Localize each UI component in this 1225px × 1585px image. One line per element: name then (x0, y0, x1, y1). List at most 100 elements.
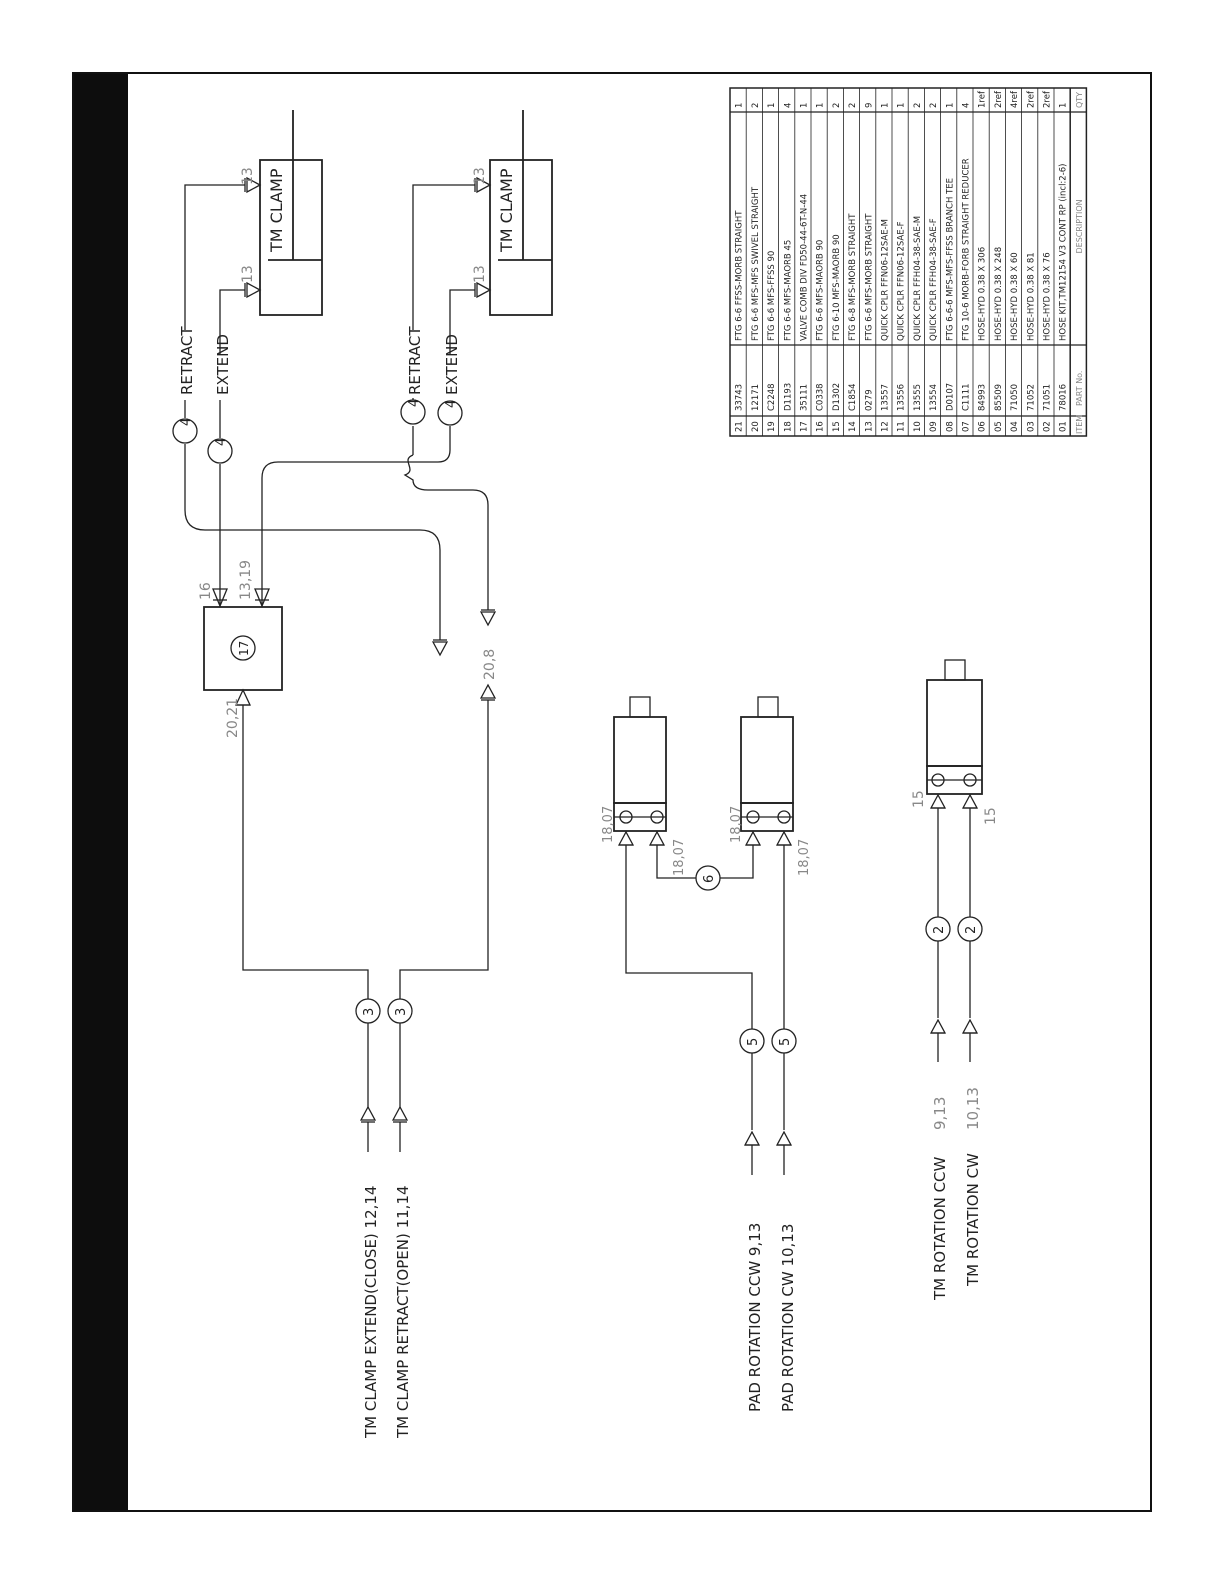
bom-desc-cell: FTG 6-6 MFS-MFS SWIVEL STRAIGHT (751, 186, 761, 341)
bom-item-cell: 01 (1059, 421, 1069, 432)
bom-item-cell: 18 (783, 421, 793, 432)
port-20-8-label: 20,8 (482, 649, 498, 680)
bom-qty-cell: 2 (913, 103, 923, 108)
bom-desc-cell: QUICK CPLR FFH04-38-SAE-M (913, 216, 923, 341)
bom-item-cell: 06 (978, 421, 988, 432)
svg-text:4: 4 (407, 399, 422, 407)
bom-qty-cell: 2 (929, 103, 939, 108)
bom-qty-cell: 2ref (1042, 90, 1052, 108)
bom-qty-cell: 1 (945, 103, 955, 108)
balloon-3-a: 3 (355, 998, 381, 1024)
bom-qty-cell: 1 (735, 103, 745, 108)
port-13-upper-extend: 13 (240, 265, 256, 283)
extend-label-lower: EXTEND (443, 334, 461, 395)
tm-rotation-cw-ref: 10,13 (964, 1087, 982, 1130)
balloon-6: 6 (695, 865, 721, 891)
port-18-07-b: 18,07 (672, 839, 687, 876)
bom-part-cell: C1854 (848, 383, 858, 411)
bom-desc-cell: HOSE-HYD 0.38 X 81 (1026, 252, 1036, 341)
bom-desc-cell: FTG 6-6 MFS-FFSS 90 (767, 251, 777, 341)
port-18-07-a: 18,07 (601, 806, 616, 843)
bom-part-cell: 13556 (897, 384, 907, 411)
bom-desc-cell: FTG 6-6 MFS-MAORB 90 (816, 240, 826, 341)
balloon-2-a: 2 (925, 916, 951, 942)
bom-qty-cell: 2 (832, 103, 842, 108)
balloon-5-b: 5 (771, 1028, 797, 1054)
svg-text:2: 2 (964, 926, 979, 934)
bom-item-cell: 11 (897, 421, 907, 432)
bom-qty-cell: 2ref (1026, 90, 1036, 108)
bom-item-cell: 21 (735, 421, 745, 432)
bom-item-cell: 13 (864, 421, 874, 432)
bom-desc-cell: HOSE-HYD 0.38 X 60 (1010, 252, 1020, 341)
extend-label-upper: EXTEND (214, 334, 232, 395)
bom-item-cell: 03 (1026, 421, 1036, 432)
svg-text:4: 4 (179, 418, 194, 426)
bom-item-cell: 05 (994, 421, 1004, 432)
tm-clamp-cylinder-lower: TM CLAMP (489, 110, 553, 316)
bom-part-cell: 78016 (1059, 384, 1069, 411)
tm-clamp-retract-label: TM CLAMP RETRACT(OPEN) 11,14 (394, 1185, 412, 1439)
bom-qty-cell: 2 (848, 103, 858, 108)
bom-part-cell: 0279 (864, 389, 874, 411)
bom-part-cell: C1111 (961, 383, 971, 411)
bom-part-cell: 13557 (880, 384, 890, 411)
bom-part-cell: D1193 (783, 383, 793, 411)
bom-qty-cell: 1 (816, 103, 826, 108)
svg-text:4: 4 (444, 400, 459, 408)
port-16-label: 16 (198, 582, 214, 600)
bom-desc-cell: FTG 6-6-6 MFS-MFS-FFSS BRANCH TEE (945, 178, 955, 341)
pad-rotation-motor-1 (613, 696, 667, 832)
bom-item-cell: 15 (832, 421, 842, 432)
bom-qty-cell: 9 (864, 103, 874, 108)
bom-part-cell: 85509 (994, 384, 1004, 411)
bom-item-cell: 10 (913, 421, 923, 432)
bom-part-cell: C0338 (816, 383, 826, 411)
bom-item-cell: 17 (799, 421, 809, 432)
tm-clamp-label-lower: TM CLAMP (497, 168, 516, 253)
tm-clamp-cylinder-upper: TM CLAMP (259, 110, 323, 316)
port-13-19-label: 13,19 (238, 560, 254, 600)
retract-label-lower: RETRACT (406, 326, 424, 395)
tm-clamp-label-upper: TM CLAMP (267, 168, 286, 253)
bom-qty-cell: 1 (1059, 103, 1069, 108)
port-18-07-c: 18,07 (729, 806, 744, 843)
balloon-4-c: 4 (400, 399, 426, 425)
bom-part-cell: 33743 (735, 384, 745, 411)
bom-desc-cell: FTG 6-6 MFS-MAORB 45 (783, 240, 793, 341)
tm-rotation-motor (926, 659, 983, 795)
pad-rotation-motor-2 (740, 696, 794, 832)
port-13-lower-retract: 13 (472, 167, 488, 185)
bom-item-cell: 07 (961, 421, 971, 432)
bom-desc-cell: HOSE KIT,TM12154 V3 CONT RP (incl:2-6) (1059, 164, 1069, 342)
svg-text:6: 6 (702, 875, 717, 883)
bom-part-cell: D1302 (832, 383, 842, 411)
tm-rotation-cw-label: TM ROTATION CW (964, 1153, 982, 1287)
port-15-b: 15 (983, 807, 999, 825)
port-13-upper-retract: 13 (240, 167, 256, 185)
bom-item-cell: 08 (945, 421, 955, 432)
pad-rotation-cw-label: PAD ROTATION CW 10,13 (779, 1224, 797, 1412)
balloon-2-b: 2 (957, 916, 983, 942)
bom-part-cell: 71050 (1010, 384, 1020, 411)
bom-qty-cell: 1 (767, 103, 777, 108)
bom-desc-cell: FTG 6-6 FFSS-MORB STRAIGHT (735, 210, 745, 341)
svg-text:2: 2 (932, 926, 947, 934)
port-20-21-label: 20,21 (225, 698, 241, 738)
bom-part-cell: D0107 (945, 383, 955, 411)
bom-part-cell: 71051 (1042, 384, 1052, 411)
tm-rotation-ccw-ref: 9,13 (931, 1097, 949, 1130)
bom-desc-cell: FTG 10-6 MORB-FORB STRAIGHT REDUCER (961, 158, 971, 341)
bom-desc-cell: HOSE-HYD 0.38 X 76 (1042, 252, 1052, 341)
bom-part-cell: C2248 (767, 383, 777, 411)
bom-qty-cell: 1ref (978, 90, 988, 108)
bom-item-cell: 04 (1010, 421, 1020, 432)
bom-desc-cell: FTG 6-6 MFS-MORB STRAIGHT (864, 213, 874, 341)
port-13-lower-extend: 13 (472, 265, 488, 283)
drawing-frame (72, 72, 1152, 1512)
bom-part-cell: 13554 (929, 384, 939, 411)
balloon-3-b: 3 (387, 998, 413, 1024)
